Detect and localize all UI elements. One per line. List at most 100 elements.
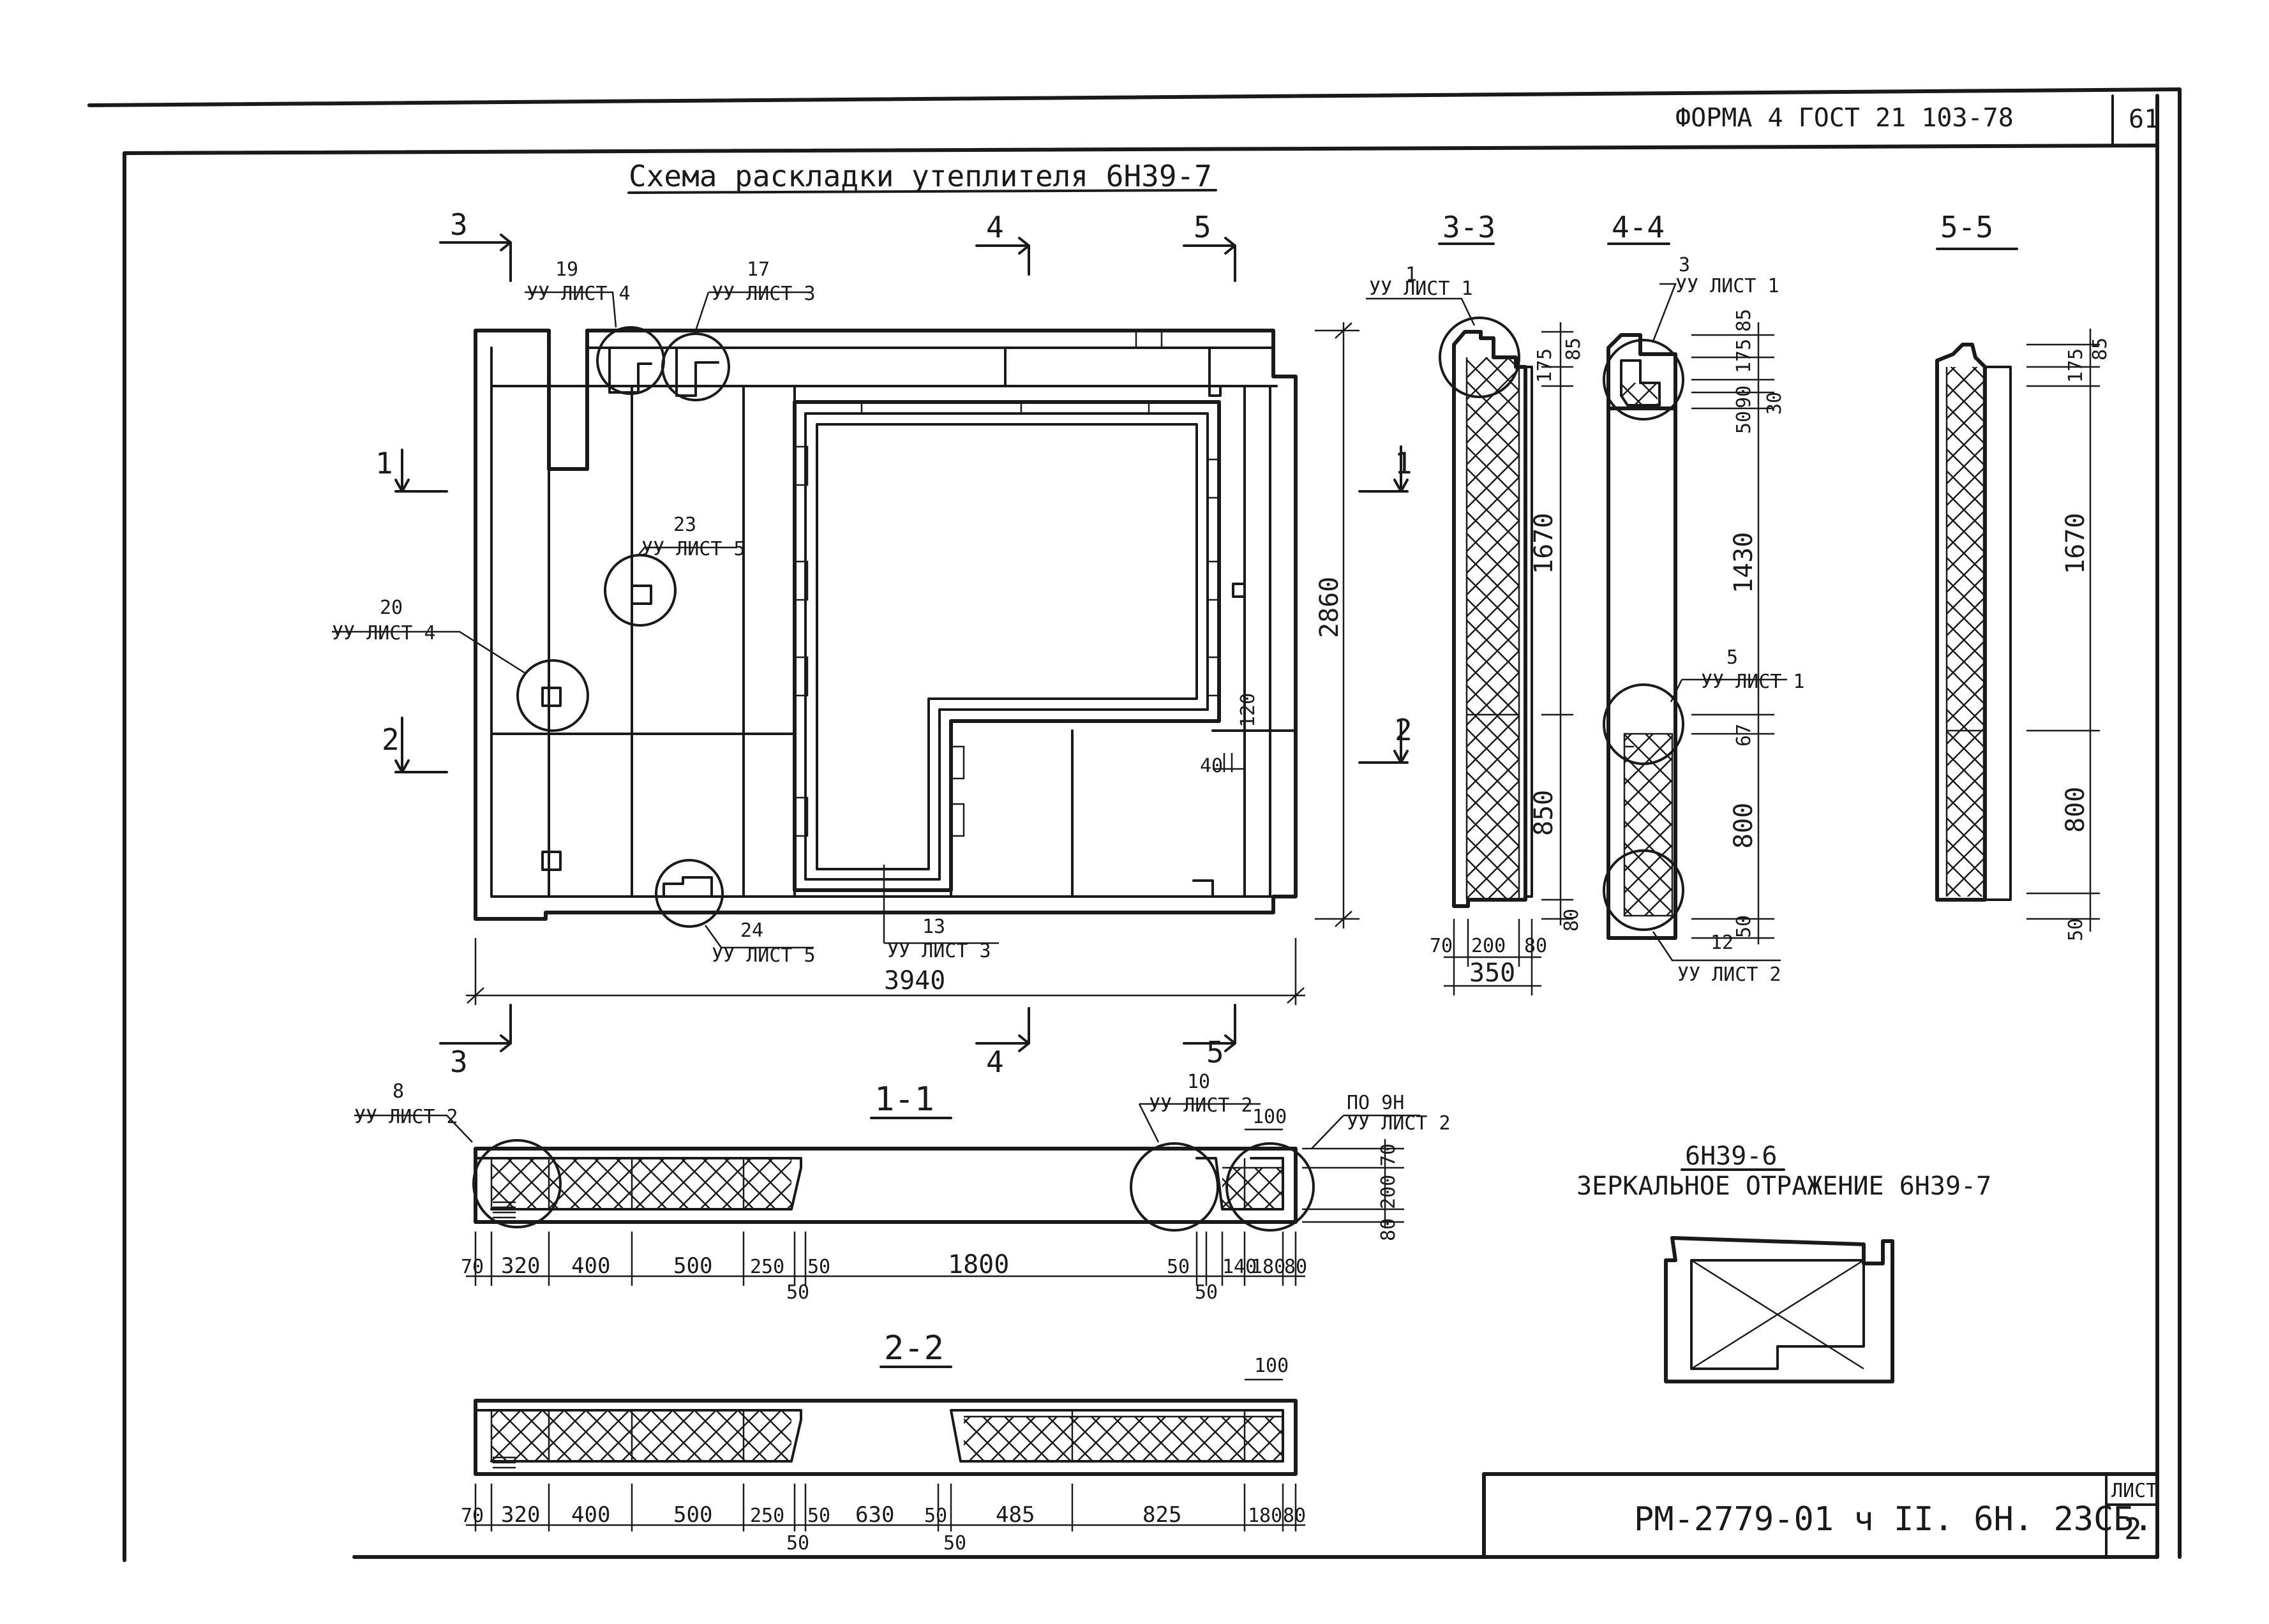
svg-text:800: 800 bbox=[2061, 787, 2090, 833]
svg-text:12: 12 bbox=[1711, 932, 1734, 954]
plan-title: Схема раскладки утеплителя 6Н39-7 bbox=[629, 159, 1212, 193]
overall-width-dim: 3940 bbox=[884, 966, 945, 995]
svg-text:30: 30 bbox=[1764, 392, 1786, 415]
section-2-2-title: 2-2 bbox=[884, 1329, 944, 1367]
svg-text:50: 50 bbox=[807, 1505, 830, 1527]
svg-text:50: 50 bbox=[1733, 915, 1755, 938]
section-2-2: 2-2 100 70 320 400 500 250 50 630 50 485… bbox=[461, 1329, 1306, 1554]
main-plan: Схема раскладки утеплителя 6Н39-7 bbox=[332, 159, 1412, 1079]
mirror-note: 6Н39-6 ЗЕРКАЛЬНОЕ ОТРАЖЕНИЕ 6Н39-7 bbox=[1576, 1142, 1991, 1383]
svg-text:180: 180 bbox=[1248, 1505, 1282, 1527]
svg-text:УУ ЛИСТ 2: УУ ЛИСТ 2 bbox=[354, 1106, 458, 1128]
svg-text:850: 850 bbox=[1529, 790, 1559, 836]
svg-text:825: 825 bbox=[1142, 1502, 1181, 1528]
svg-text:175: 175 bbox=[1733, 339, 1755, 373]
svg-text:70: 70 bbox=[461, 1505, 484, 1527]
svg-text:350: 350 bbox=[1469, 958, 1515, 988]
callout-19-ref: УУ ЛИСТ 4 bbox=[527, 283, 631, 305]
sheet-number: 2 bbox=[2124, 1512, 2142, 1546]
svg-text:1: 1 bbox=[1395, 446, 1412, 480]
sheet-label: ЛИСТ bbox=[2111, 1480, 2157, 1502]
svg-text:80: 80 bbox=[1524, 935, 1547, 957]
svg-text:320: 320 bbox=[501, 1253, 540, 1279]
svg-text:180: 180 bbox=[1251, 1256, 1285, 1278]
svg-text:4: 4 bbox=[986, 210, 1004, 244]
svg-text:17: 17 bbox=[747, 258, 770, 281]
svg-text:3: 3 bbox=[450, 1045, 468, 1079]
svg-text:3: 3 bbox=[450, 207, 468, 242]
svg-text:50: 50 bbox=[1733, 411, 1755, 434]
svg-text:УУ ЛИСТ 1: УУ ЛИСТ 1 bbox=[1701, 671, 1805, 693]
svg-text:1670: 1670 bbox=[2061, 513, 2090, 574]
svg-text:200: 200 bbox=[1471, 935, 1506, 957]
section-5-5-title: 5-5 bbox=[1940, 210, 1993, 244]
section-4-4-title: 4-4 bbox=[1612, 210, 1665, 244]
svg-text:800: 800 bbox=[1729, 803, 1758, 849]
svg-text:23: 23 bbox=[673, 514, 696, 536]
svg-text:70: 70 bbox=[1430, 935, 1453, 957]
frame-top bbox=[123, 144, 2159, 155]
svg-text:13: 13 bbox=[922, 916, 945, 938]
svg-text:50: 50 bbox=[924, 1505, 947, 1527]
svg-text:5: 5 bbox=[1726, 646, 1738, 669]
svg-text:5: 5 bbox=[1206, 1035, 1224, 1069]
svg-text:80: 80 bbox=[1283, 1505, 1306, 1527]
title-block: РМ-2779-01 ч II. 6Н. 23СБ. ЛИСТ 2 bbox=[1482, 1472, 2159, 1559]
svg-text:85: 85 bbox=[1562, 338, 1585, 361]
svg-text:175: 175 bbox=[2065, 348, 2087, 383]
svg-text:3: 3 bbox=[1679, 254, 1690, 276]
svg-text:485: 485 bbox=[996, 1502, 1035, 1528]
mirror-caption: ЗЕРКАЛЬНОЕ ОТРАЖЕНИЕ 6Н39-7 bbox=[1576, 1172, 1991, 1201]
svg-text:80: 80 bbox=[1561, 909, 1583, 932]
svg-text:20: 20 bbox=[380, 597, 403, 619]
svg-text:2: 2 bbox=[1395, 713, 1412, 747]
svg-text:УУ ЛИСТ 1: УУ ЛИСТ 1 bbox=[1369, 278, 1473, 300]
svg-text:120: 120 bbox=[1237, 693, 1259, 727]
plan-title-underline bbox=[627, 189, 1217, 194]
svg-text:5: 5 bbox=[1194, 210, 1211, 244]
svg-text:УУ ЛИСТ 2: УУ ЛИСТ 2 bbox=[1677, 964, 1781, 986]
overall-height-dim: 2860 bbox=[1315, 577, 1344, 638]
svg-text:100: 100 bbox=[1252, 1106, 1287, 1128]
svg-text:67: 67 bbox=[1733, 724, 1755, 747]
svg-text:2: 2 bbox=[382, 722, 400, 757]
callout-24-ref: УУ ЛИСТ 5 bbox=[712, 944, 816, 967]
callout-17-ref: УУ ЛИСТ 3 bbox=[712, 283, 816, 305]
svg-text:50: 50 bbox=[786, 1281, 809, 1304]
svg-text:4: 4 bbox=[986, 1045, 1004, 1079]
svg-text:500: 500 bbox=[673, 1502, 712, 1528]
mirror-thumbnail bbox=[1664, 1236, 1894, 1383]
insulation-hatch bbox=[1467, 357, 1519, 900]
svg-text:19: 19 bbox=[555, 258, 578, 281]
svg-text:140: 140 bbox=[1222, 1256, 1257, 1278]
svg-text:УУ ЛИСТ 1: УУ ЛИСТ 1 bbox=[1675, 275, 1779, 297]
svg-text:50: 50 bbox=[2065, 918, 2087, 941]
sheet-frame: ФОРМА 4 ГОСТ 21 103-78 61 bbox=[87, 87, 2182, 1562]
section-cut-marks: 3 4 5 3 4 5 1 2 1 2 bbox=[375, 207, 1412, 1079]
svg-text:500: 500 bbox=[673, 1253, 712, 1279]
svg-text:50: 50 bbox=[807, 1256, 830, 1278]
svg-text:70: 70 bbox=[1377, 1144, 1400, 1166]
svg-text:40: 40 bbox=[1200, 755, 1223, 777]
svg-text:80: 80 bbox=[1284, 1256, 1307, 1278]
svg-text:УУ ЛИСТ 2: УУ ЛИСТ 2 bbox=[1149, 1094, 1253, 1117]
svg-text:175: 175 bbox=[1534, 348, 1556, 383]
svg-text:85: 85 bbox=[1733, 309, 1755, 332]
callout-20-ref: УУ ЛИСТ 4 bbox=[332, 622, 436, 644]
callout-13-ref: УУ ЛИСТ 3 bbox=[887, 940, 991, 962]
svg-text:90: 90 bbox=[1733, 385, 1755, 408]
section-1-1: 1-1 8 УУ ЛИСТ 2 10 УУ ЛИСТ 2 ПО 9Н УУ ЛИ… bbox=[354, 1071, 1451, 1304]
svg-text:70: 70 bbox=[461, 1256, 484, 1278]
svg-text:1: 1 bbox=[1405, 264, 1417, 286]
section-3-3: 3-3 1 УУ ЛИСТ 1 175 85 1670 850 80 70 20… bbox=[1366, 210, 1585, 995]
section-4-4: 4-4 3 УУ ЛИСТ 1 5 УУ ЛИСТ 1 12 УУ ЛИСТ 2… bbox=[1603, 210, 1805, 986]
page-number: 61 bbox=[2129, 105, 2159, 134]
svg-text:8: 8 bbox=[393, 1080, 404, 1103]
svg-text:80: 80 bbox=[1377, 1218, 1400, 1241]
section-1-1-title: 1-1 bbox=[874, 1080, 934, 1119]
form-stamp: ФОРМА 4 ГОСТ 21 103-78 bbox=[1675, 103, 2014, 133]
callout-23-ref: УУ ЛИСТ 5 bbox=[641, 538, 745, 560]
svg-text:1: 1 bbox=[375, 446, 393, 480]
svg-text:50: 50 bbox=[786, 1532, 809, 1554]
